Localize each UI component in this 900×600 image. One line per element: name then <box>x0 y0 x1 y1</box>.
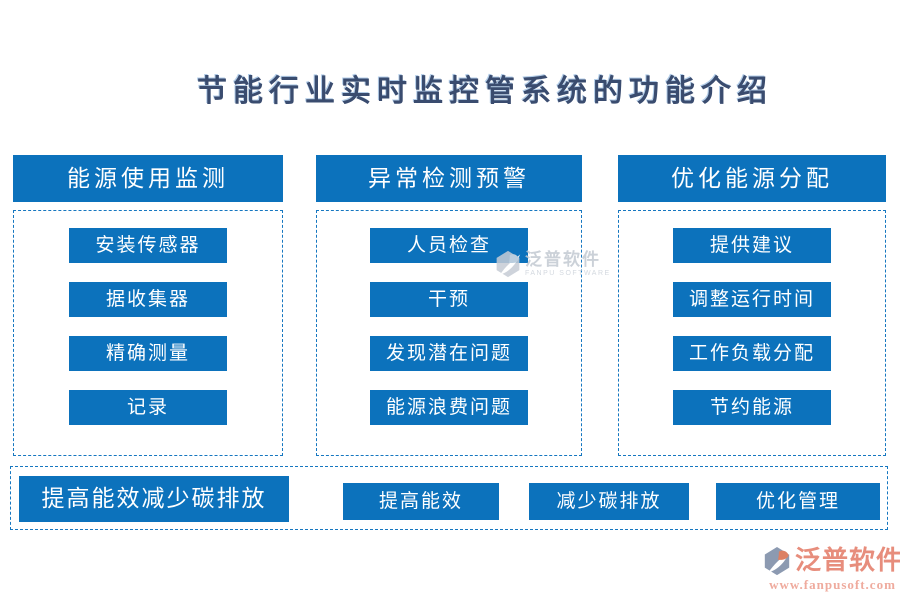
bottom-header-node: 提高能效减少碳排放 <box>19 476 289 522</box>
diagram-node: 节约能源 <box>673 390 831 425</box>
fanpu-logo-icon <box>494 250 522 278</box>
column-energy-monitoring: 能源使用监测 安装传感器 据收集器 精确测量 记录 <box>13 155 283 456</box>
diagram-node: 减少碳排放 <box>529 483 689 520</box>
diagram-node: 能源浪费问题 <box>370 390 528 425</box>
diagram-node: 发现潜在问题 <box>370 336 528 371</box>
footer-logo: 泛普软件 www.fanpusoft.com <box>762 546 900 593</box>
diagram-node: 调整运行时间 <box>673 282 831 317</box>
column-header: 优化能源分配 <box>618 155 886 202</box>
footer-url-text: www.fanpusoft.com <box>769 577 896 592</box>
diagram-node: 提供建议 <box>673 228 831 263</box>
watermark-brand-text: 泛普软件 <box>525 250 601 269</box>
bottom-band: 提高能效减少碳排放 提高能效 减少碳排放 优化管理 <box>10 466 888 530</box>
diagram-node: 优化管理 <box>716 483 880 520</box>
diagram-node: 提高能效 <box>343 483 499 520</box>
diagram-node: 工作负载分配 <box>673 336 831 371</box>
center-watermark: 泛普软件 FANPU SOFTWARE <box>494 250 611 278</box>
column-header: 异常检测预警 <box>316 155 582 202</box>
footer-brand-text: 泛普软件 <box>795 546 900 575</box>
diagram-node: 记录 <box>69 390 227 425</box>
diagram-node: 精确测量 <box>69 336 227 371</box>
diagram-node: 人员检查 <box>370 228 528 263</box>
column-anomaly-detection: 异常检测预警 人员检查 干预 发现潜在问题 能源浪费问题 <box>316 155 582 456</box>
column-header: 能源使用监测 <box>13 155 283 202</box>
diagram-node: 安装传感器 <box>69 228 227 263</box>
fanpu-logo-icon <box>762 546 792 576</box>
diagram-node: 干预 <box>370 282 528 317</box>
column-body: 安装传感器 据收集器 精确测量 记录 <box>13 210 283 456</box>
column-body: 人员检查 干预 发现潜在问题 能源浪费问题 <box>316 210 582 456</box>
page-title: 节能行业实时监控管系统的功能介绍 <box>197 75 773 108</box>
column-energy-optimization: 优化能源分配 提供建议 调整运行时间 工作负载分配 节约能源 <box>618 155 886 456</box>
watermark-subtitle-text: FANPU SOFTWARE <box>525 270 611 277</box>
diagram-node: 据收集器 <box>69 282 227 317</box>
column-body: 提供建议 调整运行时间 工作负载分配 节约能源 <box>618 210 886 456</box>
